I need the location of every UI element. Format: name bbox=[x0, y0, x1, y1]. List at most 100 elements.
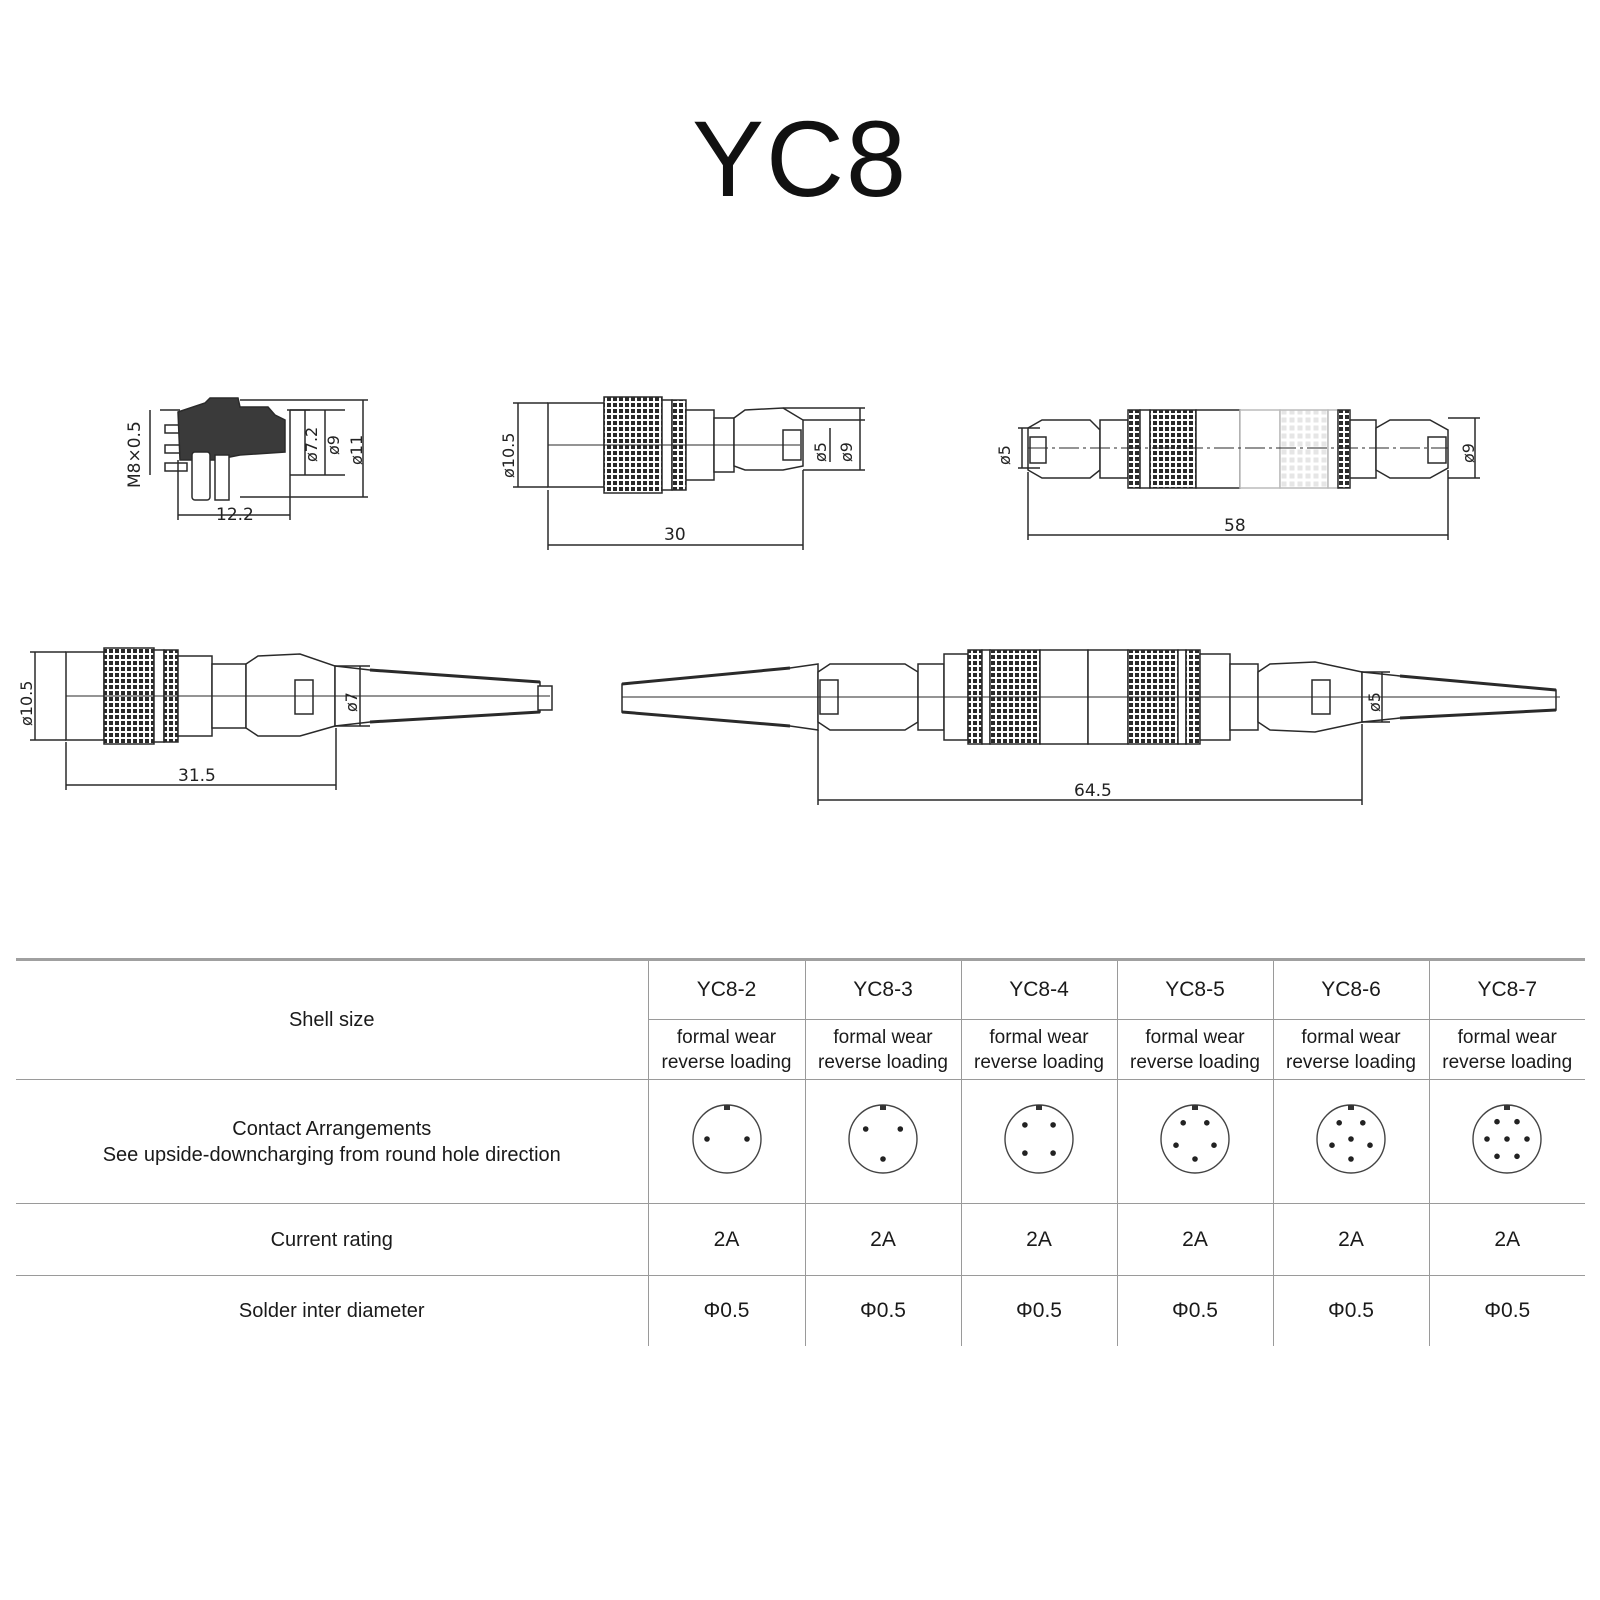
contact-cell bbox=[1428, 1079, 1585, 1204]
solder-cell: Φ0.5 bbox=[1272, 1275, 1430, 1346]
model-cell: YC8-7 bbox=[1428, 958, 1585, 1020]
contact-pin bbox=[1367, 1141, 1373, 1148]
desc-cell: formal wear reverse loading bbox=[1272, 1019, 1430, 1080]
model-cell: YC8-4 bbox=[960, 958, 1118, 1020]
drawing-straight-plug bbox=[513, 396, 865, 550]
contact-pin bbox=[1211, 1141, 1217, 1148]
page-title: YC8 bbox=[691, 98, 909, 219]
solder-cell: Φ0.5 bbox=[960, 1275, 1118, 1346]
dim-thread-label: M8×0.5 bbox=[125, 421, 145, 488]
contact-pin bbox=[1336, 1119, 1342, 1126]
model-cell: YC8-3 bbox=[804, 958, 962, 1020]
contact-pin bbox=[1524, 1135, 1531, 1142]
contact-pin bbox=[1514, 1118, 1521, 1124]
contact-cell bbox=[647, 1079, 806, 1204]
contact-outline bbox=[1160, 1103, 1230, 1174]
contact-arrangement-icon bbox=[1160, 1103, 1230, 1174]
desc-cell: formal wear reverse loading bbox=[647, 1019, 806, 1080]
dim-d5-label-5: ø5 bbox=[1365, 692, 1384, 712]
contact-pin bbox=[1494, 1118, 1501, 1124]
desc-line-1: formal wear bbox=[676, 1026, 777, 1048]
contact-arrangement-icon bbox=[848, 1103, 918, 1174]
dim-len-12-label: 12.2 bbox=[216, 505, 254, 525]
desc-line-1: formal wear bbox=[833, 1026, 933, 1048]
current-cell: 2A bbox=[647, 1203, 806, 1276]
contact-arrangement-icon bbox=[1004, 1103, 1074, 1174]
contact-key bbox=[880, 1104, 886, 1110]
contact-pin bbox=[897, 1125, 904, 1132]
contact-pin bbox=[862, 1125, 869, 1132]
desc-line-2: reverse loading bbox=[974, 1051, 1104, 1073]
drawing-cable-plug bbox=[30, 647, 553, 790]
contact-pin bbox=[1022, 1149, 1028, 1156]
desc-line-2: reverse loading bbox=[818, 1051, 948, 1073]
connector-drawings: M8×0.5 ø7.2 ø9 ø11 12.2 ø10.5 ø5 ø9 30 bbox=[17, 396, 1560, 805]
drawing-coupler bbox=[1018, 409, 1480, 540]
contact-pin bbox=[743, 1135, 750, 1142]
table-row-current: Current rating 2A 2A 2A 2A 2A 2A bbox=[16, 1203, 1585, 1276]
contact-pin bbox=[1504, 1135, 1511, 1142]
contact-pin bbox=[1494, 1153, 1501, 1159]
contact-arrangement-icon bbox=[1472, 1103, 1542, 1174]
table-row-solder: Solder inter diameter Φ0.5 Φ0.5 Φ0.5 Φ0.… bbox=[16, 1275, 1585, 1346]
contact-pin bbox=[703, 1135, 710, 1142]
dim-d7-label: ø7 bbox=[342, 692, 361, 712]
dim-len-64-label: 64.5 bbox=[1074, 781, 1112, 801]
model-cell: YC8-2 bbox=[647, 958, 806, 1020]
contact-outline bbox=[1004, 1103, 1074, 1174]
dim-d5-label-3: ø5 bbox=[995, 445, 1014, 465]
contact-pin bbox=[1348, 1135, 1354, 1142]
contact-pin bbox=[1329, 1141, 1335, 1148]
dim-len-31-label: 31.5 bbox=[178, 766, 216, 786]
dim-d105-label-4: ø10.5 bbox=[17, 681, 36, 726]
dim-d9-label: ø9 bbox=[324, 435, 343, 455]
desc-cell: formal wear reverse loading bbox=[960, 1019, 1118, 1080]
contact-arrangement-icon bbox=[691, 1103, 762, 1174]
contact-cell bbox=[804, 1079, 962, 1204]
solder-cell: Φ0.5 bbox=[647, 1275, 806, 1346]
contact-pin bbox=[1192, 1155, 1198, 1162]
contact-key bbox=[723, 1104, 730, 1110]
contact-label-line-1: Contact Arrangements bbox=[232, 1117, 432, 1140]
desc-line-2: reverse loading bbox=[661, 1051, 792, 1073]
current-cell: 2A bbox=[960, 1203, 1118, 1276]
desc-line-1: formal wear bbox=[1301, 1026, 1401, 1048]
contact-pin bbox=[1050, 1149, 1056, 1156]
contact-cell bbox=[1272, 1079, 1430, 1204]
spec-table: Shell size YC8-2 YC8-3 YC8-4 YC8-5 YC8-6… bbox=[16, 958, 1585, 1346]
desc-line-2: reverse loading bbox=[1442, 1051, 1573, 1073]
table-row-desc: formal wear reverse loading formal wear re… bbox=[16, 1019, 1585, 1080]
contact-key bbox=[1036, 1104, 1042, 1110]
current-cell: 2A bbox=[1428, 1203, 1585, 1276]
desc-cell: formal wear reverse loading bbox=[1116, 1019, 1274, 1080]
dim-d9-label-2: ø9 bbox=[837, 442, 856, 462]
contact-pin bbox=[1484, 1135, 1491, 1142]
contact-pin bbox=[1173, 1141, 1179, 1148]
row-label-current: Current rating bbox=[16, 1203, 649, 1276]
contact-pin bbox=[1050, 1121, 1056, 1128]
contact-label-line-2: See upside-downcharging from round hole … bbox=[102, 1143, 561, 1166]
row-label-shell-size: Shell size bbox=[16, 958, 649, 1080]
drawing-cable-coupler bbox=[621, 649, 1560, 805]
model-cell: YC8-6 bbox=[1272, 958, 1430, 1020]
dim-len-30-label: 30 bbox=[664, 525, 686, 545]
solder-cell: Φ0.5 bbox=[804, 1275, 962, 1346]
contact-pin bbox=[1348, 1155, 1354, 1162]
table-row-model: Shell size YC8-2 YC8-3 YC8-4 YC8-5 YC8-6… bbox=[16, 958, 1585, 1080]
desc-line-1: formal wear bbox=[989, 1026, 1089, 1048]
desc-line-2: reverse loading bbox=[1130, 1051, 1260, 1073]
desc-cell: formal wear reverse loading bbox=[804, 1019, 962, 1080]
contact-pin bbox=[1514, 1153, 1521, 1159]
desc-line-2: reverse loading bbox=[1286, 1051, 1416, 1073]
contact-outline bbox=[848, 1103, 918, 1174]
solder-cell: Φ0.5 bbox=[1428, 1275, 1585, 1346]
dim-d105-label: ø10.5 bbox=[499, 433, 518, 478]
dim-d11-label: ø11 bbox=[347, 435, 366, 465]
contact-pin bbox=[1204, 1119, 1210, 1126]
model-cell: YC8-5 bbox=[1116, 958, 1274, 1020]
desc-line-1: formal wear bbox=[1145, 1026, 1245, 1048]
drawing-panel-socket bbox=[149, 397, 368, 520]
